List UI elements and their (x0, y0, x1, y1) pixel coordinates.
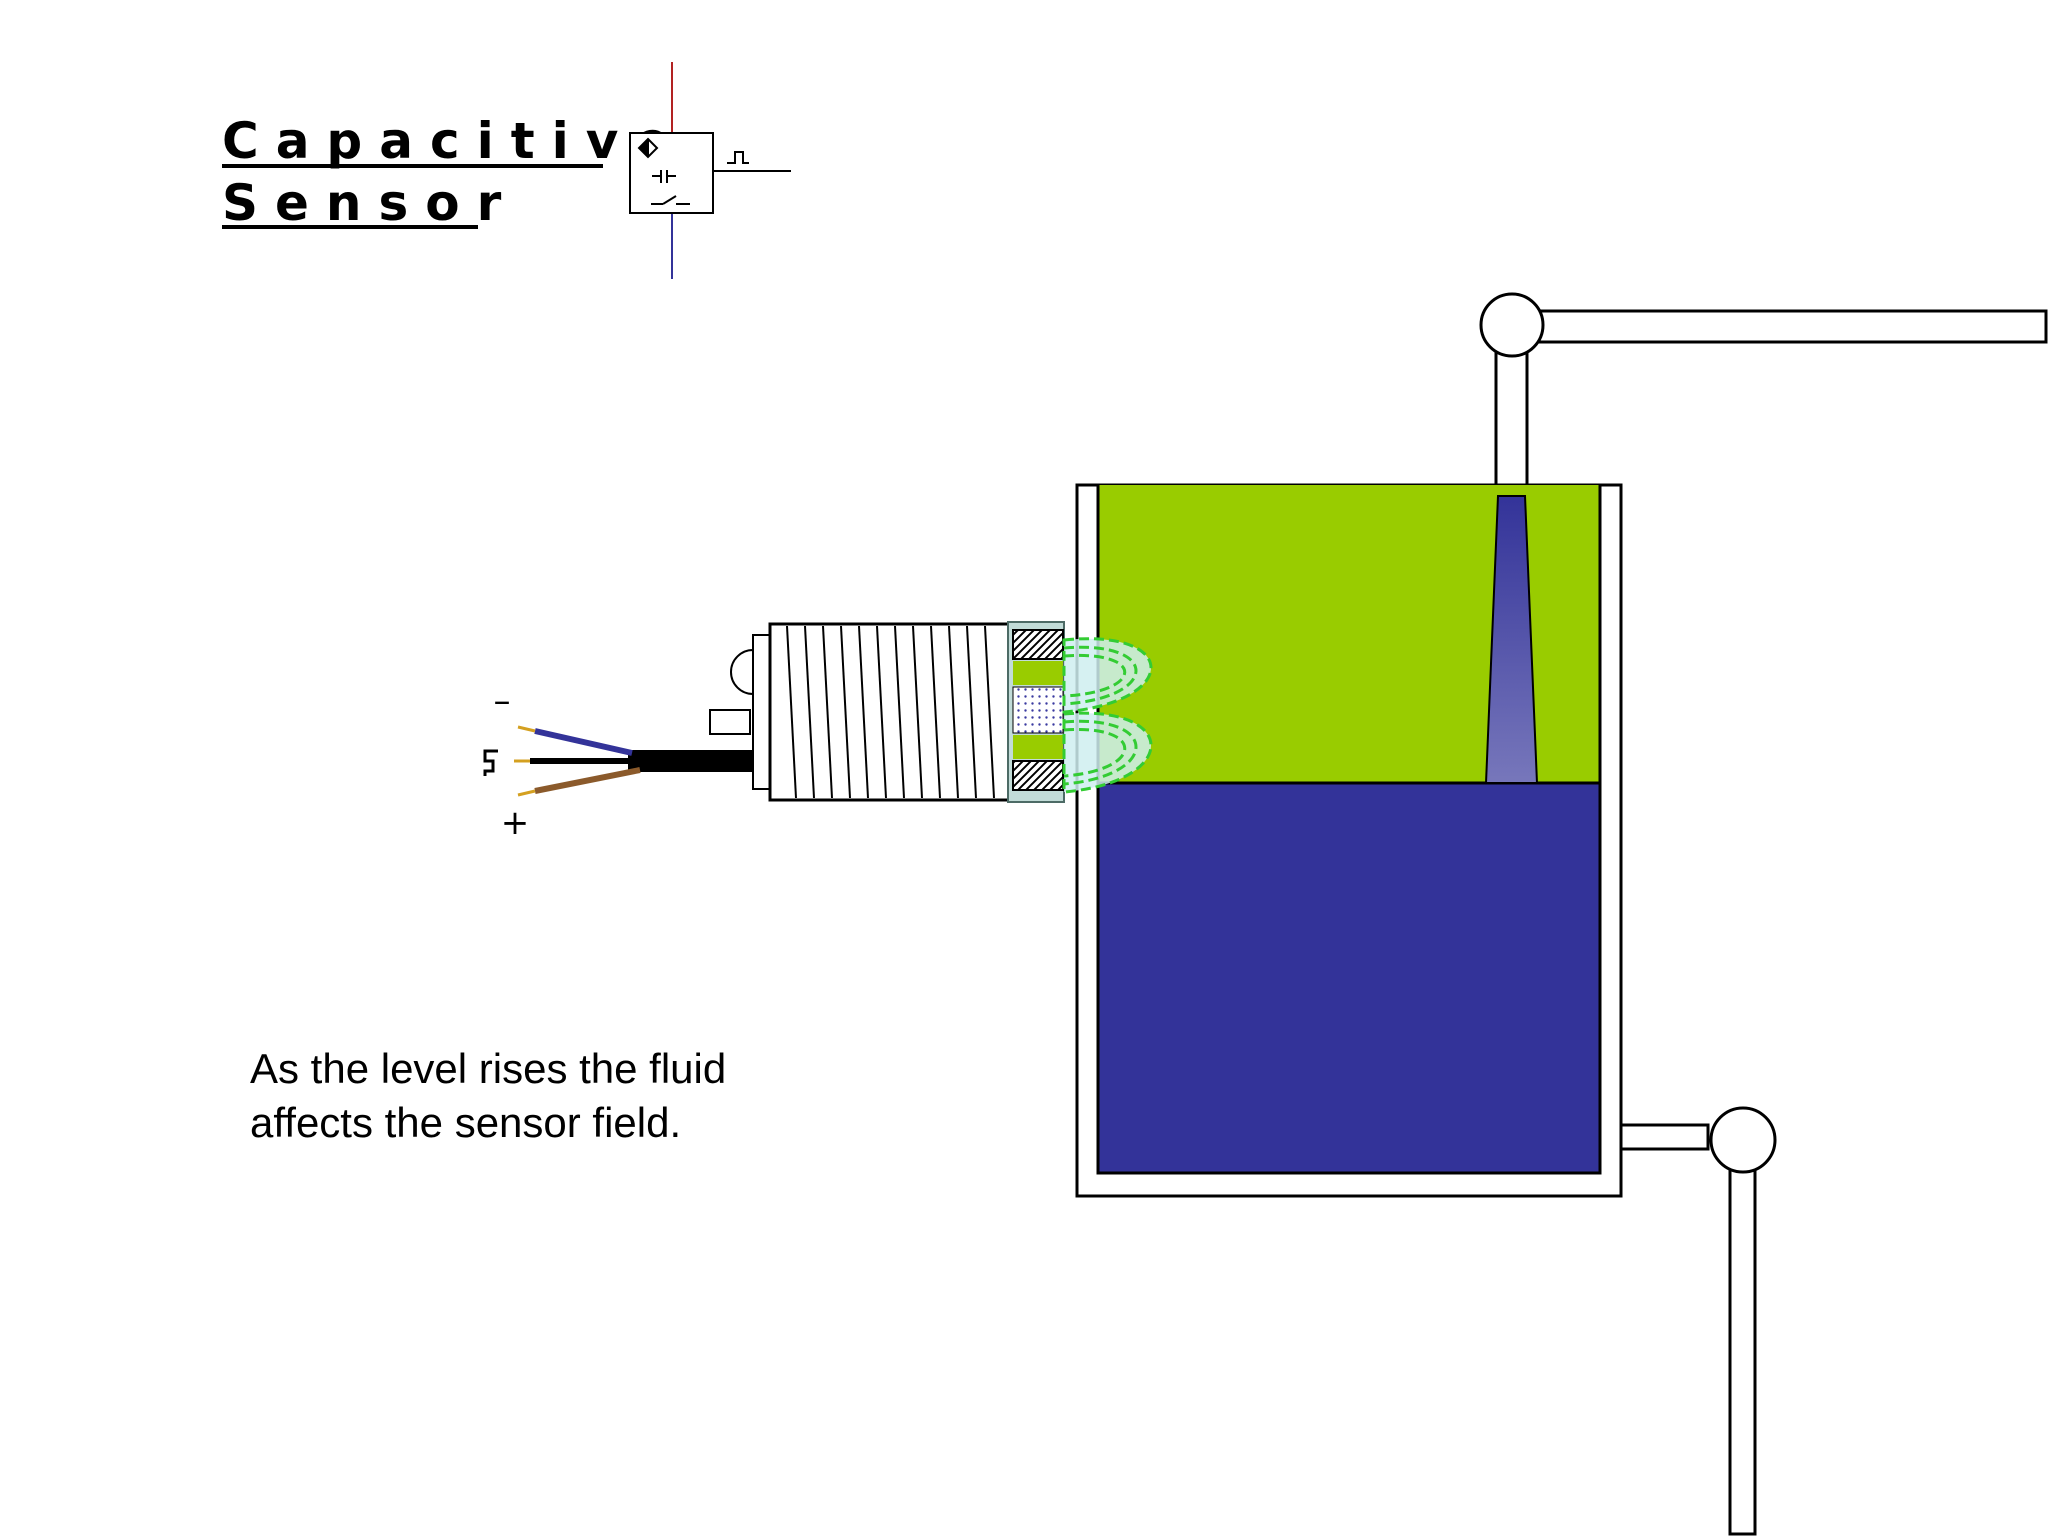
caption: As the level rises the fluid affects the… (250, 1042, 810, 1150)
outlet-pipe (1596, 1106, 1777, 1536)
switch-contact-icon (651, 195, 690, 205)
sensor-face-green-top (1013, 661, 1063, 685)
title-line-1: Capacitive (222, 112, 686, 170)
inlet-pipe-elbow (1479, 292, 1545, 358)
outlet-pipe-elbow (1709, 1106, 1777, 1174)
terminal-signal-pulse-icon (483, 749, 498, 776)
capacitor-icon (652, 170, 676, 183)
sensor-shield-bottom (1012, 760, 1064, 791)
sensor-face-green-bottom (1013, 735, 1063, 759)
tank-fluid (1096, 781, 1602, 1175)
pulse-signal-icon (727, 151, 749, 164)
tank (1075, 483, 1623, 1198)
sensor-electrode (1012, 686, 1064, 734)
capacitive-sensor: – + (483, 621, 1065, 843)
field-line-upper-1 (1063, 645, 1138, 706)
caption-line-1: As the level rises the fluid (250, 1045, 727, 1092)
title: Capacitive Sensor (222, 112, 686, 232)
inlet-pipe-horizontal (1510, 309, 2048, 344)
wire-positive (534, 767, 641, 794)
sensor-field (1062, 637, 1153, 794)
sensor-potentiometer (730, 648, 754, 696)
sensor-cable (628, 750, 755, 772)
proximity-diamond-icon (637, 137, 659, 159)
sensor-led-housing (709, 709, 751, 735)
field-line-lower-2 (1063, 727, 1126, 778)
caption-line-2: affects the sensor field. (250, 1099, 682, 1146)
sensor-shield-top (1012, 629, 1064, 660)
wire-negative (534, 728, 633, 756)
inflow-stream (1484, 495, 1539, 784)
sensor-threads (786, 625, 995, 799)
title-line-2: Sensor (222, 174, 518, 232)
field-line-lower-1 (1063, 719, 1138, 786)
field-line-upper-2 (1063, 653, 1126, 698)
inlet-pipe (1479, 292, 2048, 498)
inlet-pipe-vertical (1494, 338, 1529, 498)
wire-tips (514, 725, 536, 797)
sensor-rear-cap (752, 634, 771, 790)
terminal-positive-label: + (501, 803, 530, 843)
capacitive-sensor-symbol (629, 62, 791, 279)
outlet-pipe-vertical (1728, 1158, 1757, 1536)
terminal-negative-label: – (494, 681, 511, 721)
